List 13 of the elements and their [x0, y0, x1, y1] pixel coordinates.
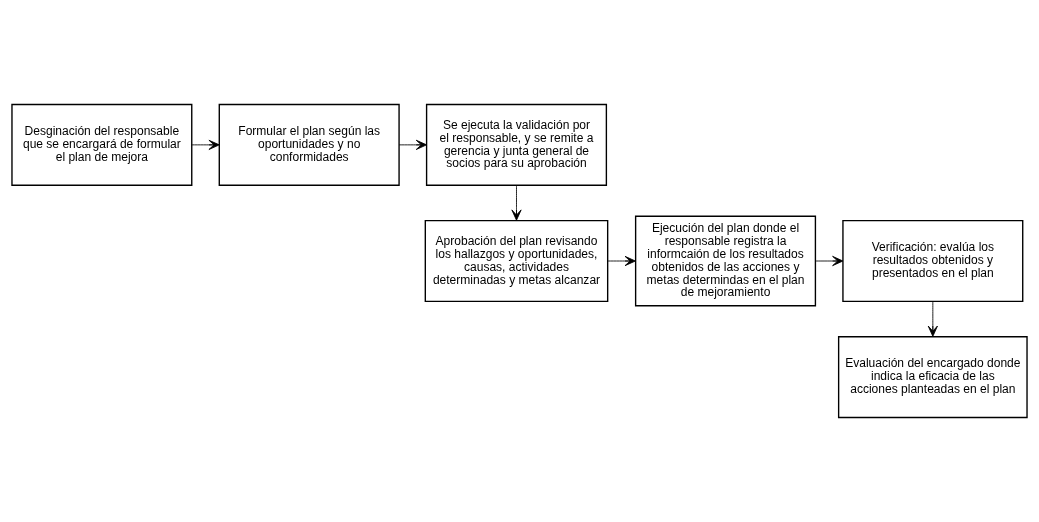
- node-box: Desginación del responsable que se encargará de formular el plan de mejora: [11, 103, 193, 186]
- node-box: Se ejecuta la validación por el responsable, y se remite a gerencia y junta general de socios para su aprobación: [425, 103, 608, 186]
- arrow: [398, 139, 427, 150]
- arrow: [511, 185, 522, 221]
- node-box: Aprobación del plan revisando los hallazgos y oportunidades, causas, actividades determinadas y metas alcanzar: [424, 219, 609, 303]
- node-box: Evaluación del encargado donde indica la eficacia de las acciones planteadas en el plan: [837, 336, 1028, 419]
- arrow: [927, 301, 938, 337]
- node-box: Verificación: evalúa los resultados obtenidos y presentados en el plan: [842, 219, 1024, 303]
- node-box: Formular el plan según las oportunidades y no conformidades: [218, 103, 400, 186]
- arrow: [815, 255, 844, 267]
- node-box: Ejecución del plan donde el responsable registra la informcaión de los resultados obtenidos de las acciones y metas determindas en el plan de mejoramiento: [634, 215, 817, 307]
- arrow: [191, 139, 220, 150]
- arrow: [607, 255, 636, 267]
